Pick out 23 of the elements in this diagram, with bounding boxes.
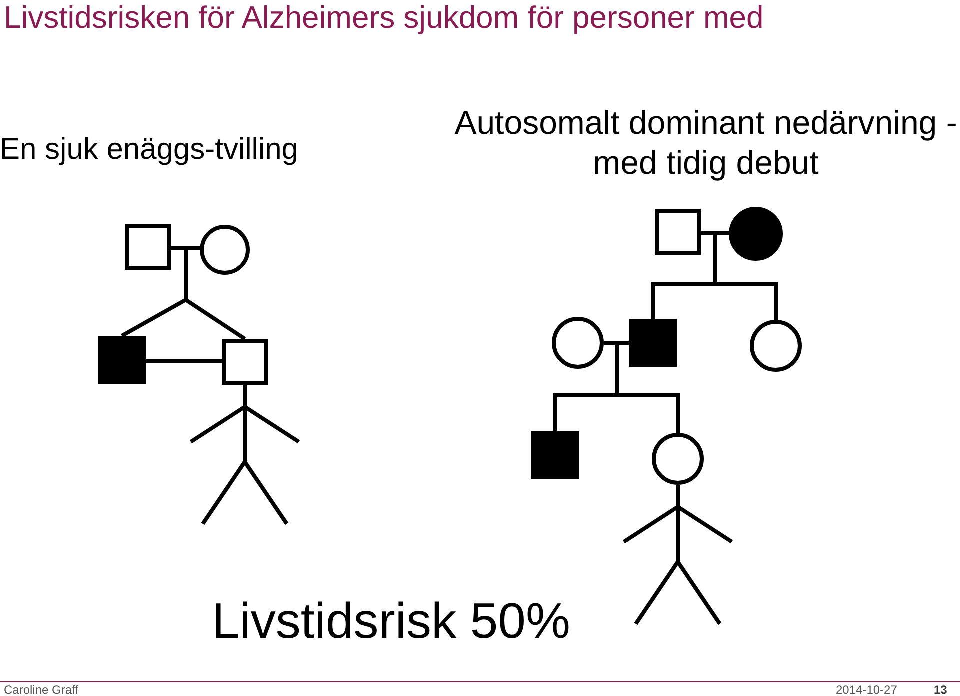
pedigree-square [655,209,701,255]
affected-pedigree-circle [729,207,783,261]
relationship-line [701,231,729,235]
affected-pedigree-square [98,336,146,384]
footer-author: Caroline Graff [4,683,78,696]
relationship-line [604,341,629,345]
pedigree-circle [200,225,250,275]
twin-line [146,359,222,363]
pedigree-circle [750,320,802,372]
affected-pedigree-square [531,431,579,479]
risk-text: Livstidsrisk 50% [212,592,570,650]
footer-date: 2014-10-27 [836,683,898,696]
slide-title: Livstidsrisken för Alzheimers sjukdom för personer med [4,0,765,37]
descent-line [184,248,246,341]
affected-pedigree-square [629,319,677,367]
page-number: 13 [934,683,948,696]
pedigree-square [125,224,171,270]
pedigree-circle [652,433,704,485]
annotation-text: Autosomalt dominant nedärvning -med tidig debut [454,103,958,183]
annotation-text: En sjuk enäggs-tvilling [0,133,298,167]
relationship-line [171,246,200,250]
pedigree-circle [552,317,604,369]
pedigree-square [222,339,268,385]
